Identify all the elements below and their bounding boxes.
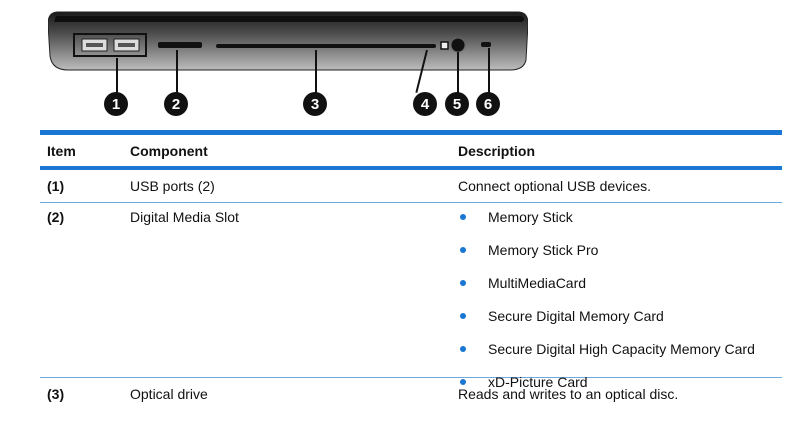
laptop-side-figure: 1 2 3 4 5 6	[0, 0, 800, 128]
header-item: Item	[47, 142, 76, 159]
row-component: Digital Media Slot	[130, 209, 239, 225]
list-item: Memory Stick Pro	[458, 242, 782, 275]
list-item: xD-Picture Card	[458, 374, 782, 407]
row-divider	[40, 377, 782, 378]
row-description: Connect optional USB devices.	[458, 178, 651, 194]
list-item: MultiMediaCard	[458, 275, 782, 308]
optical-drive-slot-icon	[216, 44, 436, 48]
header-component: Component	[130, 142, 208, 159]
usb-ports-bracket	[73, 33, 147, 57]
components-table: Item Component Description (1) USB ports…	[40, 130, 782, 410]
list-item: Secure Digital High Capacity Memory Card	[458, 341, 782, 374]
row-item: (3)	[47, 386, 65, 402]
callout-6: 6	[476, 92, 500, 116]
row-divider	[40, 202, 782, 203]
header-description: Description	[458, 142, 536, 159]
table-header-rule	[40, 166, 782, 170]
eject-button-icon	[450, 37, 466, 53]
table-row: (2) Digital Media Slot Memory Stick Memo…	[40, 203, 782, 390]
security-slot-icon	[481, 42, 491, 47]
laptop-side-illustration	[48, 11, 528, 71]
list-item: Secure Digital Memory Card	[458, 308, 782, 341]
callout-3: 3	[303, 92, 327, 116]
bullet-list: Memory Stick Memory Stick Pro MultiMedia…	[458, 209, 782, 407]
row-description: Reads and writes to an optical disc.	[458, 386, 679, 402]
table-row: (3) Optical drive Reads and writes to an…	[40, 378, 782, 410]
row-item: (1)	[47, 178, 65, 194]
callout-2: 2	[164, 92, 188, 116]
row-component: Optical drive	[130, 386, 208, 402]
list-item: Memory Stick	[458, 209, 782, 242]
table-header-row: Item Component Description	[40, 135, 782, 166]
media-slot-icon	[158, 42, 202, 48]
callout-4: 4	[413, 92, 437, 116]
drive-light-icon	[440, 41, 449, 50]
table-row: (1) USB ports (2) Connect optional USB d…	[40, 170, 782, 202]
row-component: USB ports (2)	[130, 178, 215, 194]
callout-1: 1	[104, 92, 128, 116]
table-top-rule	[40, 130, 782, 135]
row-item: (2)	[47, 209, 65, 225]
row-description: Memory Stick Memory Stick Pro MultiMedia…	[458, 209, 782, 407]
callout-5: 5	[445, 92, 469, 116]
